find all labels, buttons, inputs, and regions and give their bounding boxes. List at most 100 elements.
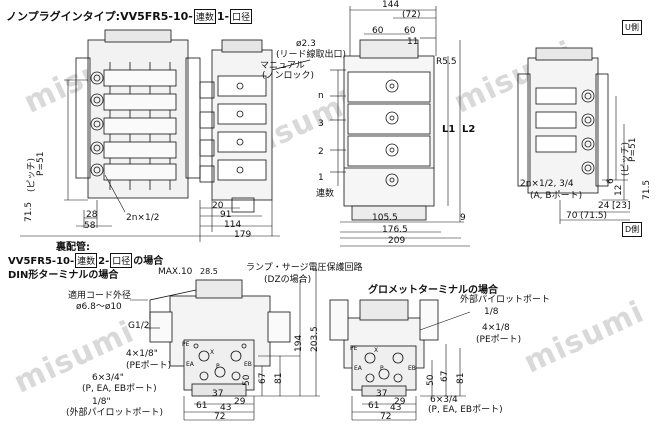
dim-1765: 176.5 — [382, 225, 408, 235]
grommet-dim-43: 43 — [390, 403, 402, 413]
station-n: n — [318, 91, 324, 101]
right-view-body — [517, 47, 609, 194]
grommet-dim-50: 50 — [426, 374, 436, 386]
grommet-view-body — [329, 299, 439, 397]
piping-suffix: の場合 — [133, 256, 164, 267]
station-2: 2 — [318, 147, 324, 157]
din-heading: DIN形ターミナルの場合 — [8, 270, 119, 281]
right-port-label-2: (A, Bポート) — [530, 191, 583, 201]
din-view-dimensions — [130, 266, 320, 421]
grommet-port-pe: PE — [350, 345, 358, 352]
dim-1055: 105.5 — [372, 213, 398, 223]
right-dim-24: 24 — [598, 201, 610, 211]
lead-hole-label: (リード線取出口) — [276, 50, 347, 60]
right-port-label: 2n×1/2, 3/4 — [520, 179, 574, 189]
grommet-dim-61: 61 — [368, 401, 380, 411]
din-dz-label: (DZの場合) — [264, 275, 312, 285]
din-dim-61: 61 — [196, 401, 208, 411]
din-pe-label-2: (PEポート) — [126, 361, 172, 371]
piping-model-prefix: VV5FR5-10- — [8, 256, 75, 267]
station-3: 3 — [318, 119, 324, 129]
left-port-label: 2n×1/2 — [126, 213, 160, 223]
dim-114: 114 — [224, 220, 242, 230]
din-port-ea: EA — [186, 361, 194, 368]
grommet-port-x: X — [374, 347, 379, 354]
right-p51-label: P=51 — [628, 137, 638, 162]
title-box-kokei: 口径 — [230, 9, 253, 24]
right-dim-23: [23] — [612, 201, 631, 211]
piping-box-kokei: 口径 — [110, 253, 133, 268]
dim-11: 11 — [407, 37, 419, 47]
dim-72: (72) — [402, 10, 421, 20]
grommet-port-p: P — [380, 365, 384, 372]
renzu-label: 連数 — [316, 189, 335, 199]
title-mid: 1- — [216, 10, 230, 23]
din-cable-range: ø6.8〜ø10 — [76, 302, 122, 312]
din-dim-50: 50 — [242, 374, 252, 386]
din-g12: G1/2 — [128, 321, 150, 331]
din-view-body — [149, 279, 291, 397]
dim-60b: 60 — [404, 26, 416, 36]
left-dim-28: 28 — [86, 210, 98, 220]
right-dim-715b: (71.5) — [580, 211, 608, 221]
left-view-body — [75, 29, 201, 199]
station-1: 1 — [318, 173, 324, 183]
phi-label: ø2.3 — [296, 39, 316, 49]
grommet-ext-label: 外部パイロットポート — [460, 295, 551, 305]
u-side-label: U側 — [622, 20, 642, 35]
grommet-pe-label: 4×1/8 — [482, 323, 510, 333]
left-view-dimensions — [64, 79, 126, 228]
piping-heading: 裏配管: — [56, 242, 90, 253]
grommet-p-label: 6×3/4 — [430, 395, 458, 405]
din-dim-81: 81 — [274, 372, 284, 384]
right-view-dimensions — [559, 96, 630, 224]
din-dim-2035: 203.5 — [310, 326, 320, 352]
din-ext-label: 1/8" — [92, 397, 111, 407]
left-p51-label: P=51 — [36, 151, 46, 176]
top-view-dimensions — [330, 6, 470, 247]
dim-20: 20 — [212, 201, 224, 211]
grommet-p-label-2: (P, EA, EBポート) — [428, 405, 503, 415]
d-side-label: D側 — [622, 222, 643, 237]
grommet-ext-label-2: 1/8 — [484, 307, 499, 317]
left-dim-715: 71.5 — [24, 201, 34, 222]
din-dim-194: 194 — [294, 334, 304, 352]
din-port-eb: EB — [244, 361, 252, 368]
grommet-pe-label-2: (PEポート) — [476, 335, 522, 345]
right-dim-6: 6 — [606, 178, 616, 184]
right-dim-715: 71.5 — [642, 179, 652, 200]
grommet-dim-29: 29 — [394, 397, 406, 407]
grommet-heading: グロメットターミナルの場合 — [368, 285, 498, 296]
din-lamp-label: ランプ・サージ電圧保護回路 — [246, 263, 363, 273]
din-dim-72: 72 — [214, 412, 226, 422]
manual-label: マニュアル — [260, 61, 305, 71]
piping-box-renzu: 連数 — [75, 253, 98, 268]
din-dim-37: 37 — [212, 389, 224, 399]
right-dim-12: 12 — [614, 184, 624, 196]
title-box-renzu: 連数 — [193, 9, 216, 24]
piping-mid: 2- — [98, 256, 110, 267]
center-front-view — [199, 39, 311, 213]
grommet-dim-81: 81 — [456, 372, 466, 384]
din-dim-67: 67 — [258, 372, 268, 384]
grommet-view-dimensions — [351, 311, 471, 421]
din-dim-29: 29 — [234, 397, 246, 407]
grommet-port-eb: EB — [408, 365, 416, 372]
grommet-port-ea: EA — [354, 365, 362, 372]
dim-144: 144 — [382, 0, 400, 10]
dim-9: 9 — [460, 213, 466, 223]
dim-60: 60 — [372, 26, 384, 36]
title-prefix: ノンプラグインタイプ:VV5FR5-10- — [6, 10, 193, 23]
r55-label: R5.5 — [436, 57, 457, 67]
grommet-dim-37: 37 — [376, 389, 388, 399]
din-pe-label: 4×1/8" — [126, 349, 158, 359]
l2-label: L2 — [462, 124, 476, 135]
din-p-label: 6×3/4" — [92, 373, 124, 383]
grommet-dim-72: 72 — [380, 412, 392, 422]
din-p-label-2: (P, EA, EBポート) — [82, 384, 157, 394]
grommet-dim-67: 67 — [440, 370, 450, 382]
right-dim-70: 70 — [566, 211, 578, 221]
dim-209: 209 — [388, 236, 406, 246]
